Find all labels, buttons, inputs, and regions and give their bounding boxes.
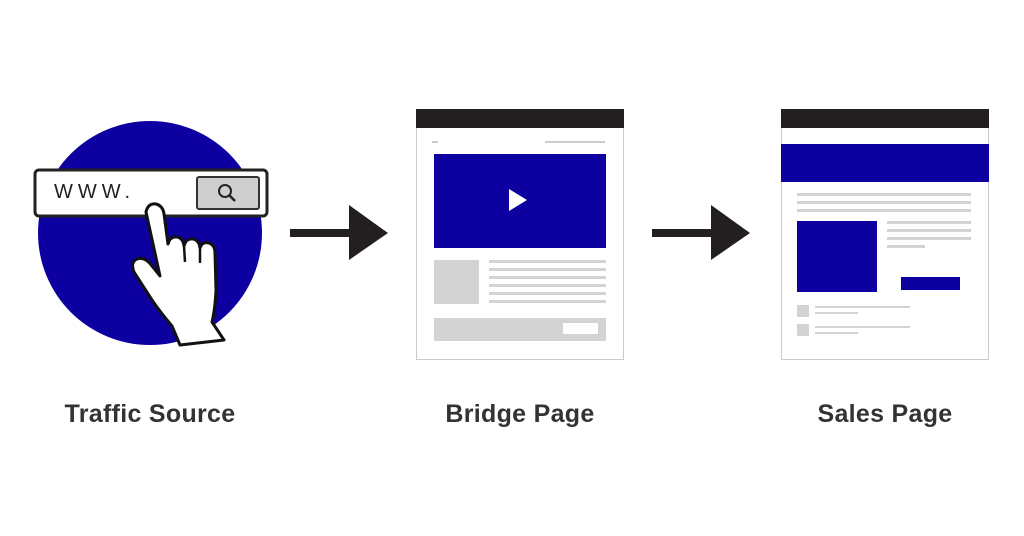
magnifier-icon <box>218 184 236 202</box>
arrow-right-icon <box>290 205 388 260</box>
traffic-source-label: Traffic Source <box>64 400 236 428</box>
bridge-page-wireframe <box>416 109 624 360</box>
sales-page-wireframe <box>781 109 989 360</box>
pointing-hand-icon <box>131 202 226 347</box>
product-image <box>797 221 877 292</box>
search-bar-text: WWW. <box>54 181 136 203</box>
search-button <box>196 176 260 210</box>
hero-banner <box>781 144 989 182</box>
play-icon <box>509 189 527 211</box>
bridge-page-label: Bridge Page <box>445 400 595 428</box>
sales-page-label: Sales Page <box>817 400 953 428</box>
traffic-source-icon <box>33 121 269 347</box>
buy-button <box>901 277 960 290</box>
arrow-right-icon <box>652 205 750 260</box>
